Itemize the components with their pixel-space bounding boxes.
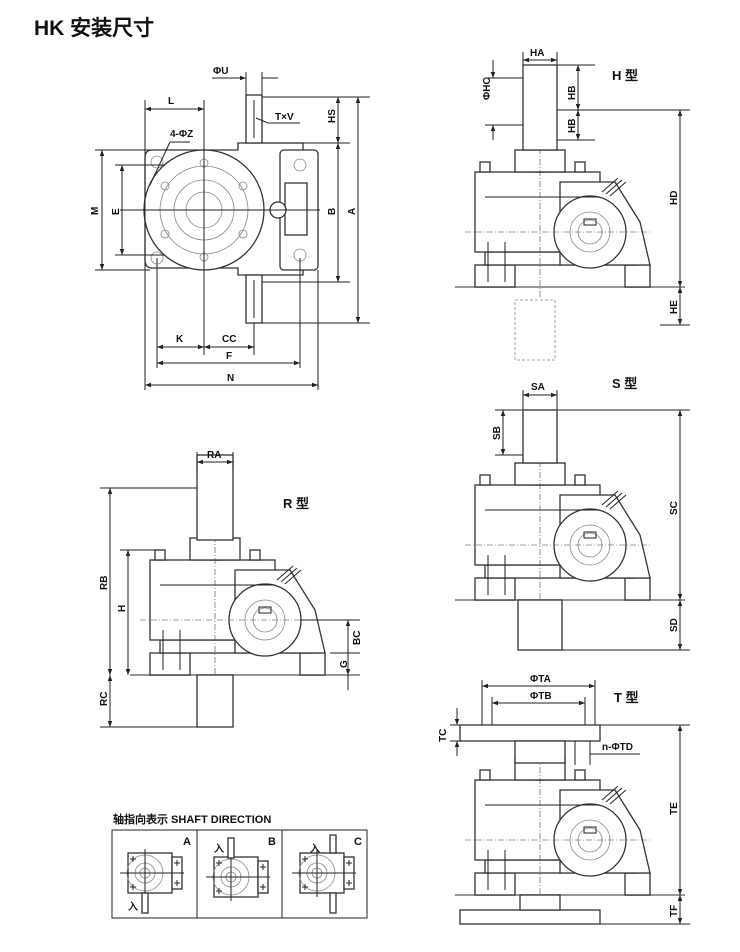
dim-sd: SD	[669, 618, 680, 632]
t-type-label: T 型	[614, 690, 639, 705]
dim-k: K	[176, 334, 184, 345]
panel-a-label: A	[183, 836, 191, 848]
dim-cc: CC	[222, 334, 236, 345]
r-type-view: RA R 型 RB H RC BC G	[99, 450, 363, 728]
dim-ra: RA	[207, 450, 221, 461]
top-view: ΦU L 4-ΦZ T×V HS B A M E K CC F N	[90, 66, 370, 390]
panel-b-label: B	[268, 836, 276, 848]
panel-a-input: 入	[128, 901, 138, 913]
dim-hb-2: HB	[567, 119, 578, 133]
dim-4-phi-z: 4-ΦZ	[170, 129, 193, 140]
dim-phi-tb: ΦTB	[530, 691, 552, 702]
shaft-panel-b: B 入	[205, 836, 276, 902]
dim-tf: TF	[669, 905, 680, 917]
dim-b: B	[327, 208, 338, 215]
s-type-label: S 型	[612, 376, 637, 391]
dim-sa: SA	[531, 382, 545, 393]
dim-g: G	[339, 660, 350, 668]
dim-sb: SB	[492, 426, 503, 440]
dim-tc: TC	[438, 729, 449, 742]
dim-phi-hc: ΦHC	[482, 77, 493, 100]
t-type-view: ΦTA ΦTB T 型 TC n-ΦTD TE TF	[438, 674, 690, 925]
s-type-view: SA S 型 SB SC SD	[454, 376, 690, 651]
page-title: HK 安装尺寸	[34, 17, 155, 40]
dim-h: H	[117, 605, 128, 612]
dim-l: L	[168, 96, 174, 107]
shaft-panel-a: A 入	[119, 836, 191, 914]
shaft-direction-title: 轴指向表示 SHAFT DIRECTION	[113, 812, 271, 826]
dim-e: E	[111, 208, 122, 215]
dim-phi-ta: ΦTA	[530, 674, 551, 685]
dim-m: M	[90, 207, 101, 215]
shaft-panel-c: C 入	[291, 834, 362, 914]
dim-f: F	[226, 351, 232, 362]
panel-b-input: 入	[214, 843, 224, 855]
shaft-direction-legend: 轴指向表示 SHAFT DIRECTION A 入 B 入 C 入	[111, 812, 368, 919]
dim-he: HE	[669, 300, 680, 314]
panel-c-label: C	[354, 836, 362, 848]
dim-hs: HS	[327, 109, 338, 123]
dim-a: A	[347, 208, 358, 215]
dim-phi-u: ΦU	[213, 66, 228, 77]
h-type-view: HA H 型 ΦHC HB HB HD HE	[454, 48, 690, 361]
dim-n: N	[227, 373, 234, 384]
panel-c-input: 入	[310, 843, 320, 855]
h-type-label: H 型	[612, 68, 638, 83]
dim-ha: HA	[530, 48, 544, 59]
dim-hd: HD	[669, 191, 680, 205]
dim-t-x-v: T×V	[275, 112, 294, 123]
r-type-label: R 型	[283, 496, 309, 511]
dim-n-phi-td: n-ΦTD	[602, 742, 633, 753]
dim-rb: RB	[99, 576, 110, 590]
dim-sc: SC	[669, 501, 680, 515]
dim-hb-1: HB	[567, 86, 578, 100]
dim-te: TE	[669, 802, 680, 815]
dim-rc: RC	[99, 692, 110, 706]
dim-bc: BC	[352, 631, 363, 645]
